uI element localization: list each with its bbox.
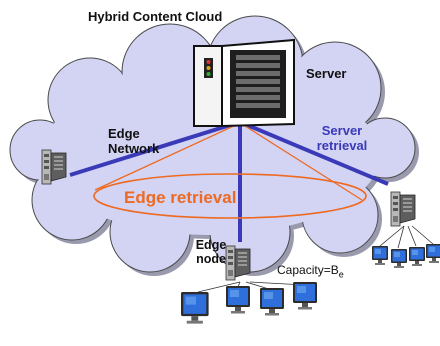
edge-retrieval-label: Edge retrieval [124,188,237,207]
monitor-icon [226,286,250,314]
edge-retrieval-lines [94,123,363,201]
diagram-title: Hybrid Content Cloud [88,9,223,24]
link-edge-network [69,120,241,177]
edge-retrieval-ring [93,173,367,219]
monitor-icon [391,249,407,268]
monitor-icon [293,282,317,310]
server-rack-icon [193,38,295,128]
monitor-icon [372,246,388,265]
capacity-text: Capacity=B [277,263,339,277]
server-links [69,120,389,242]
server-retrieval-label: Server retrieval [316,123,368,153]
monitor-icon [260,288,284,316]
edge-node-label: Edge node [195,238,227,267]
capacity-subscript: e [338,269,344,280]
bottom-client-connections [197,281,306,293]
edge-network-label: Edge Network [108,126,160,156]
server-retrieval-desktop-tower-icon [390,191,416,227]
monitor-icon [181,292,209,324]
right-client-connections [379,225,434,249]
capacity-label: Capacity=Be [277,263,344,280]
monitor-icon [426,244,440,263]
monitor-icon [409,247,425,266]
server-label: Server [306,66,347,81]
link-server-retrieval [239,120,389,186]
